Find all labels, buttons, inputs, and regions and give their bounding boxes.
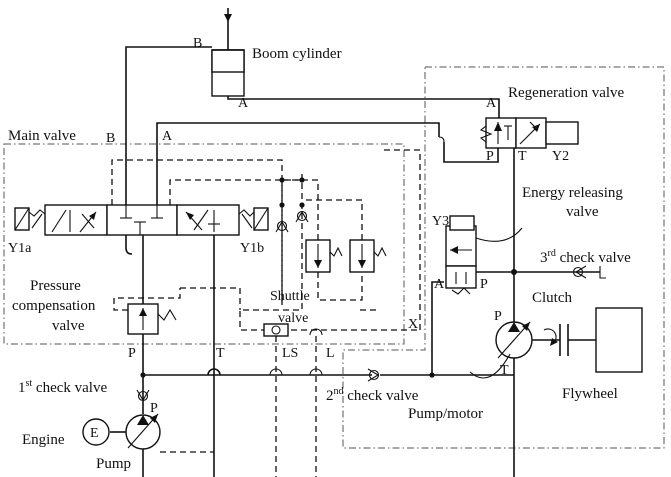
clutch xyxy=(543,324,596,356)
regen-port-p: P xyxy=(486,149,494,164)
shuttle-valve-label-1: Shuttle xyxy=(270,289,310,304)
first-check-sup: st xyxy=(26,378,33,389)
third-check-sup: rd xyxy=(548,248,556,259)
solenoid-y2-label: Y2 xyxy=(552,149,569,164)
regen-port-a: A xyxy=(486,96,497,111)
svg-text:1st check valve: 1st check valve xyxy=(18,378,107,396)
second-check-sup: nd xyxy=(334,386,344,397)
solenoid-y1a-label: Y1a xyxy=(8,241,32,256)
port-p: P xyxy=(128,346,136,361)
line-cylinder-b xyxy=(125,46,212,205)
energy-releasing-label-1: Energy releasing xyxy=(522,185,623,201)
second-check-valve xyxy=(367,368,380,382)
second-check-num: 2 xyxy=(326,388,334,404)
energy-releasing-label-2: valve xyxy=(566,204,599,220)
solenoid-y3-label: Y3 xyxy=(432,214,449,229)
relief-valve-1 xyxy=(305,239,343,273)
solenoid-y1b-label: Y1b xyxy=(240,241,264,256)
relief-valve-2 xyxy=(349,239,387,273)
port-x: X xyxy=(408,317,418,332)
pressure-compensation-label-3: valve xyxy=(52,318,85,334)
port-ls: LS xyxy=(282,346,298,361)
regen-port-t: T xyxy=(518,149,527,164)
second-check-label: check valve xyxy=(344,388,419,404)
third-check-valve xyxy=(514,265,606,279)
solenoid-y3-icon xyxy=(449,215,475,231)
flywheel xyxy=(595,307,643,373)
solenoid-y2-icon xyxy=(545,121,579,145)
erv-port-a: A xyxy=(434,277,445,292)
port-t: T xyxy=(216,346,225,361)
main-valve-label: Main valve xyxy=(8,128,76,144)
pump-motor-port-t: T xyxy=(500,363,509,378)
main-pump xyxy=(110,413,161,477)
boom-cylinder xyxy=(211,8,245,97)
third-check-num: 3 xyxy=(540,250,548,266)
engine-symbol: E xyxy=(90,426,99,441)
svg-text:3rd check valve: 3rd check valve xyxy=(540,248,631,266)
engine-label: Engine xyxy=(22,432,65,448)
pump-motor xyxy=(495,321,560,359)
pressure-compensation-label-2: compensation xyxy=(12,298,96,314)
erv-port-p: P xyxy=(480,277,488,292)
pump-port-p: P xyxy=(150,401,158,416)
pump-motor-label: Pump/motor xyxy=(408,406,483,422)
pump-motor-port-p: P xyxy=(494,309,502,324)
flywheel-label: Flywheel xyxy=(562,386,618,402)
line-cylinder-a xyxy=(227,96,500,118)
main-valve-boundary xyxy=(3,143,405,345)
clutch-label: Clutch xyxy=(532,290,572,306)
spring-icon xyxy=(479,125,493,143)
engine: E xyxy=(82,418,110,446)
main-valve-port-b: B xyxy=(106,131,115,146)
main-directional-valve[interactable] xyxy=(14,204,269,236)
pressure-compensation-label-1: Pressure xyxy=(30,278,81,294)
svg-text:2nd check valve: 2nd check valve xyxy=(326,386,419,404)
first-check-num: 1 xyxy=(18,380,26,396)
line-regen-p xyxy=(443,142,499,163)
main-valve-port-a: A xyxy=(162,129,173,144)
line-main-a xyxy=(156,122,440,205)
shuttle-check-icon xyxy=(275,210,309,233)
regeneration-subsystem-boundary xyxy=(342,66,665,449)
load-arrow-icon xyxy=(224,14,232,22)
pump-label: Pump xyxy=(96,456,131,472)
shuttle-valve-label-2: valve xyxy=(278,311,308,326)
energy-releasing-valve[interactable] xyxy=(445,215,514,295)
cylinder-port-b: B xyxy=(193,36,202,51)
cylinder-port-a: A xyxy=(238,96,249,111)
regeneration-valve-label: Regeneration valve xyxy=(508,85,625,101)
third-check-label: check valve xyxy=(556,250,631,266)
leader-line xyxy=(475,227,523,242)
first-check-label: check valve xyxy=(32,380,107,396)
boom-cylinder-label: Boom cylinder xyxy=(252,46,342,62)
shuttle-valve xyxy=(263,323,289,337)
port-l: L xyxy=(326,346,335,361)
regeneration-valve[interactable] xyxy=(479,117,579,149)
pressure-compensation-valve[interactable] xyxy=(113,288,181,335)
